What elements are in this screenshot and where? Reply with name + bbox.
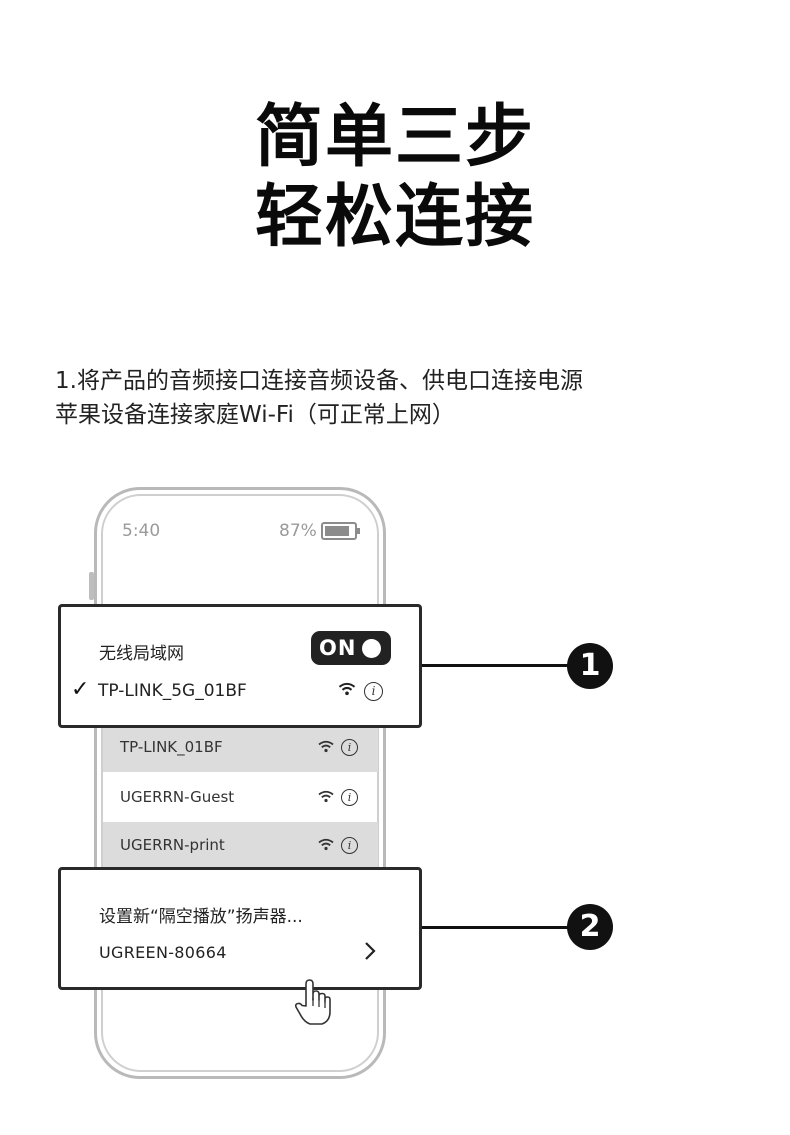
network-row[interactable]: TP-LINK_01BF i (103, 724, 378, 772)
check-icon: ✓ (71, 677, 90, 702)
network-name: UGERRN-print (120, 836, 225, 854)
instruction-line-1: 1.将产品的音频接口连接音频设备、供电口连接电源 (55, 368, 583, 394)
wifi-settings-card: 无线局域网 ON ✓ TP-LINK_5G_01BF i (58, 604, 422, 728)
instruction-text: 1.将产品的音频接口连接音频设备、供电口连接电源 苹果设备连接家庭Wi-Fi（可… (55, 364, 755, 432)
network-name: TP-LINK_01BF (120, 738, 223, 756)
airplay-setup-card: 设置新“隔空播放”扬声器... UGREEN-80664 (58, 867, 422, 990)
airplay-title: 设置新“隔空播放”扬声器... (99, 907, 303, 927)
toggle-knob (362, 639, 381, 658)
connected-network-name[interactable]: TP-LINK_5G_01BF (98, 681, 247, 701)
toggle-label: ON (319, 636, 357, 660)
network-row[interactable]: UGERRN-Guest i (103, 774, 378, 822)
info-icon[interactable]: i (364, 680, 383, 701)
chevron-right-icon[interactable] (363, 940, 377, 966)
battery-percentage: 87% (279, 521, 317, 541)
battery-icon (321, 522, 360, 540)
speaker-device-name[interactable]: UGREEN-80664 (99, 943, 227, 962)
status-time: 5:40 (122, 521, 161, 541)
info-icon[interactable]: i (341, 835, 358, 854)
step-1-connector (422, 664, 572, 667)
wifi-icon (318, 789, 334, 807)
wifi-toggle[interactable]: ON (311, 631, 391, 665)
wifi-icon (338, 681, 356, 700)
wifi-icon (318, 739, 334, 757)
step-2-connector (422, 926, 572, 929)
headline-line-2: 轻松连接 (254, 178, 535, 257)
info-icon[interactable]: i (341, 787, 358, 806)
network-name: UGERRN-Guest (120, 788, 235, 806)
tap-hand-icon (292, 976, 336, 1032)
wifi-icon (318, 837, 334, 855)
phone-side-button (89, 572, 94, 600)
headline-line-1: 简单三步 (254, 98, 535, 177)
info-icon[interactable]: i (341, 737, 358, 756)
network-row[interactable]: UGERRN-print i (103, 822, 378, 868)
instruction-line-2: 苹果设备连接家庭Wi-Fi（可正常上网） (55, 402, 455, 428)
step-2-badge: 2 (567, 904, 613, 950)
wifi-title: 无线局域网 (99, 644, 184, 664)
step-1-badge: 1 (567, 643, 613, 689)
